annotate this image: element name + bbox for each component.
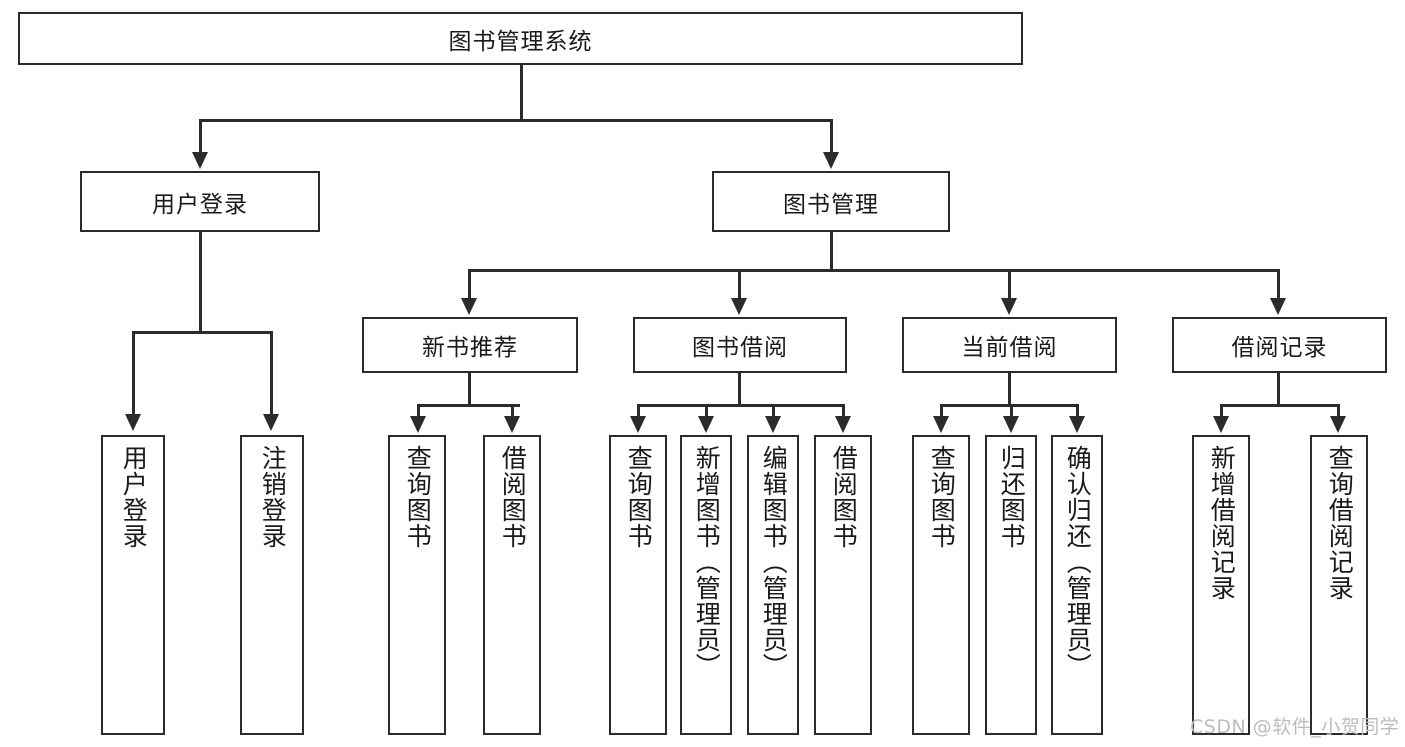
- leaf-label: 归还图书: [997, 445, 1027, 549]
- node-label: 图书借阅: [692, 335, 788, 361]
- edge-current-borrow-bus: [940, 404, 1078, 407]
- edge-borrow-to-leaf-4: [842, 404, 845, 420]
- edge-cb-to-leaf-3: [1076, 404, 1079, 420]
- leaf-label: 编辑图书（管理员）: [759, 445, 789, 679]
- edge-bm-to-current-borrow: [1008, 269, 1011, 300]
- arrow-borrow-to-leaf-2: [698, 416, 714, 433]
- node-new-book-recommendation[interactable]: 新书推荐: [362, 317, 578, 373]
- arrow-bm-to-borrow-record: [1270, 298, 1286, 315]
- leaf-label: 查询借阅记录: [1325, 445, 1355, 601]
- leaf-node-add-book-admin[interactable]: 新增图书（管理员）: [680, 435, 732, 735]
- leaf-label: 查询图书: [927, 445, 957, 549]
- leaf-node-query-book-current[interactable]: 查询图书: [912, 435, 970, 735]
- leaf-label: 借阅图书: [829, 445, 859, 549]
- leaf-node-logout[interactable]: 注销登录: [240, 435, 304, 735]
- edge-book-management-bus: [468, 269, 1279, 272]
- edge-user-login-to-leaf-2: [270, 331, 273, 418]
- edge-bm-to-new-book: [468, 269, 471, 300]
- edge-borrow-to-leaf-3: [772, 404, 775, 420]
- edge-root-to-user-login: [199, 119, 202, 154]
- edge-new-book-to-leaf-1: [417, 404, 420, 420]
- leaf-node-add-borrow-record[interactable]: 新增借阅记录: [1192, 435, 1250, 735]
- leaf-node-query-borrow-record[interactable]: 查询借阅记录: [1310, 435, 1368, 735]
- leaf-label: 新增图书（管理员）: [692, 445, 722, 679]
- edge-user-login-to-leaf-1: [132, 331, 135, 418]
- leaf-label: 借阅图书: [498, 445, 528, 549]
- edge-record-bus: [1220, 404, 1339, 407]
- arrow-borrow-to-leaf-3: [765, 416, 781, 433]
- watermark-text: CSDN @软件_小贺同学: [1190, 716, 1400, 738]
- node-book-borrowing[interactable]: 图书借阅: [633, 317, 847, 373]
- edge-root-to-book-management: [830, 119, 833, 154]
- arrow-bm-to-new-book: [461, 298, 477, 315]
- arrow-record-to-leaf-1: [1213, 416, 1229, 433]
- edge-user-login-stem: [199, 232, 202, 333]
- edge-borrow-stem: [738, 373, 741, 406]
- leaf-node-edit-book-admin[interactable]: 编辑图书（管理员）: [747, 435, 799, 735]
- node-label: 借阅记录: [1231, 335, 1328, 361]
- arrow-user-login-to-leaf-2: [263, 414, 279, 431]
- arrow-cb-to-leaf-3: [1069, 416, 1085, 433]
- leaf-node-borrow-book[interactable]: 借阅图书: [814, 435, 872, 735]
- node-book-management[interactable]: 图书管理: [712, 171, 950, 232]
- node-label: 新书推荐: [422, 335, 518, 361]
- arrow-borrow-to-leaf-1: [630, 416, 646, 433]
- node-borrowing-record[interactable]: 借阅记录: [1172, 317, 1387, 373]
- edge-borrow-bus: [637, 404, 844, 407]
- leaf-label: 查询图书: [403, 445, 433, 549]
- leaf-label: 确认归还（管理员）: [1063, 445, 1093, 679]
- node-user-login[interactable]: 用户登录: [80, 171, 320, 232]
- arrow-cb-to-leaf-1: [933, 416, 949, 433]
- edge-new-book-stem: [468, 373, 471, 406]
- leaf-label: 新增借阅记录: [1207, 445, 1237, 601]
- arrow-borrow-to-leaf-4: [835, 416, 851, 433]
- node-current-borrowing[interactable]: 当前借阅: [902, 317, 1117, 373]
- edge-borrow-to-leaf-2: [705, 404, 708, 420]
- edge-user-login-bus: [132, 331, 272, 334]
- leaf-node-return-book[interactable]: 归还图书: [985, 435, 1037, 735]
- arrow-root-to-book-management: [823, 152, 839, 169]
- edge-root-bus: [199, 119, 832, 122]
- edge-record-to-leaf-1: [1220, 404, 1223, 420]
- arrow-record-to-leaf-2: [1330, 416, 1346, 433]
- arrow-bm-to-current-borrow: [1001, 298, 1017, 315]
- arrow-new-book-to-leaf-1: [410, 416, 426, 433]
- edge-book-management-stem: [830, 232, 833, 271]
- arrow-user-login-to-leaf-1: [125, 414, 141, 431]
- edge-current-borrow-stem: [1008, 373, 1011, 406]
- edge-cb-to-leaf-2: [1010, 404, 1013, 420]
- arrow-bm-to-borrow: [731, 298, 747, 315]
- leaf-label: 用户登录: [119, 445, 149, 549]
- leaf-label: 注销登录: [258, 445, 288, 549]
- node-root-book-management-system[interactable]: 图书管理系统: [18, 12, 1023, 65]
- edge-new-book-to-leaf-2: [511, 404, 514, 420]
- node-label: 图书管理系统: [448, 28, 593, 55]
- edge-record-stem: [1277, 373, 1280, 406]
- edge-new-book-bus: [417, 404, 520, 407]
- node-label: 当前借阅: [961, 335, 1058, 361]
- leaf-node-confirm-return-admin[interactable]: 确认归还（管理员）: [1051, 435, 1103, 735]
- leaf-node-query-book-new[interactable]: 查询图书: [388, 435, 446, 735]
- edge-bm-to-borrow-record: [1277, 269, 1280, 300]
- arrow-root-to-user-login: [192, 152, 208, 169]
- arrow-cb-to-leaf-2: [1003, 416, 1019, 433]
- node-label: 图书管理: [783, 191, 879, 218]
- edge-borrow-to-leaf-1: [637, 404, 640, 420]
- edge-root-stem: [520, 65, 523, 121]
- leaf-label: 查询图书: [624, 445, 654, 549]
- leaf-node-user-login[interactable]: 用户登录: [101, 435, 165, 735]
- leaf-node-query-book-borrow[interactable]: 查询图书: [609, 435, 667, 735]
- leaf-node-borrow-book-new[interactable]: 借阅图书: [483, 435, 541, 735]
- edge-bm-to-borrow: [738, 269, 741, 300]
- arrow-new-book-to-leaf-2: [504, 416, 520, 433]
- edge-cb-to-leaf-1: [940, 404, 943, 420]
- node-label: 用户登录: [152, 191, 248, 218]
- edge-record-to-leaf-2: [1337, 404, 1340, 420]
